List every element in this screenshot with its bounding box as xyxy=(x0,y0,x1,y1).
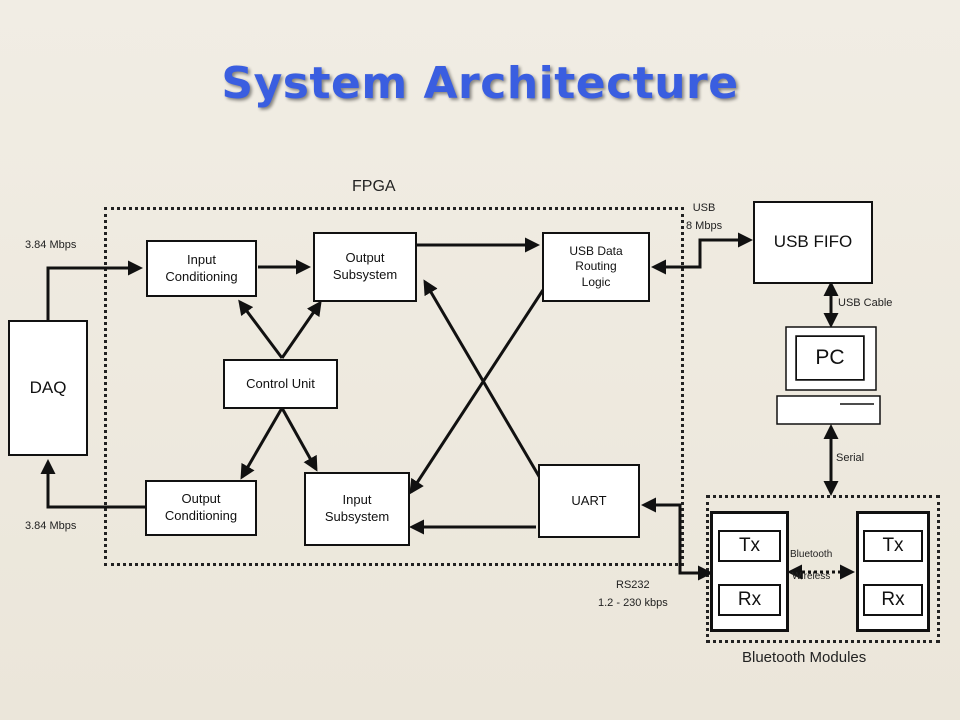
pc-label-box: PC xyxy=(796,336,864,380)
rate-bottom-label: 3.84 Mbps xyxy=(25,520,77,532)
rs232-arrow xyxy=(641,497,713,581)
output-conditioning-block: Output Conditioning xyxy=(145,480,257,536)
control-to-input-sub-arrow xyxy=(280,407,318,472)
control-unit-block: Control Unit xyxy=(223,359,338,409)
usb-routing-to-input-sub-arrow xyxy=(409,289,545,495)
control-to-output-cond-arrow xyxy=(240,407,284,480)
daq-block: DAQ xyxy=(8,320,88,456)
usb-cable-label: USB Cable xyxy=(838,297,893,309)
uart-block: UART xyxy=(538,464,640,538)
usb-routing-block: USB Data Routing Logic xyxy=(542,232,650,302)
rate-top-label: 3.84 Mbps xyxy=(25,239,77,251)
tx-right-block: Tx xyxy=(863,530,923,562)
rx-right-block: Rx xyxy=(863,584,923,616)
rx-left-block: Rx xyxy=(718,584,781,616)
control-to-input-cond-arrow xyxy=(238,299,284,359)
daq-to-input-conditioning-arrow xyxy=(46,260,143,320)
output-subsystem-block: Output Subsystem xyxy=(313,232,417,302)
usb-routing-fifo-arrow xyxy=(651,232,753,275)
serial-label: Serial xyxy=(836,452,865,464)
rs232-label: RS232 1.2 - 230 kbps xyxy=(598,579,668,609)
output-conditioning-to-daq-arrow xyxy=(40,459,145,509)
control-to-output-sub-arrow xyxy=(280,300,322,359)
bluetooth-wireless-label: Bluetooth Wireless xyxy=(790,549,833,582)
fpga-label: FPGA xyxy=(352,178,396,195)
input-conditioning-block: Input Conditioning xyxy=(146,240,257,297)
tx-left-block: Tx xyxy=(718,530,781,562)
input-subsystem-block: Input Subsystem xyxy=(304,472,410,546)
page-title: System Architecture xyxy=(221,58,739,109)
usb-fifo-block: USB FIFO xyxy=(753,201,873,284)
bluetooth-modules-label: Bluetooth Modules xyxy=(742,649,867,666)
fpga-region xyxy=(104,207,684,566)
usb-speed-label: USB 8 Mbps xyxy=(686,202,723,232)
